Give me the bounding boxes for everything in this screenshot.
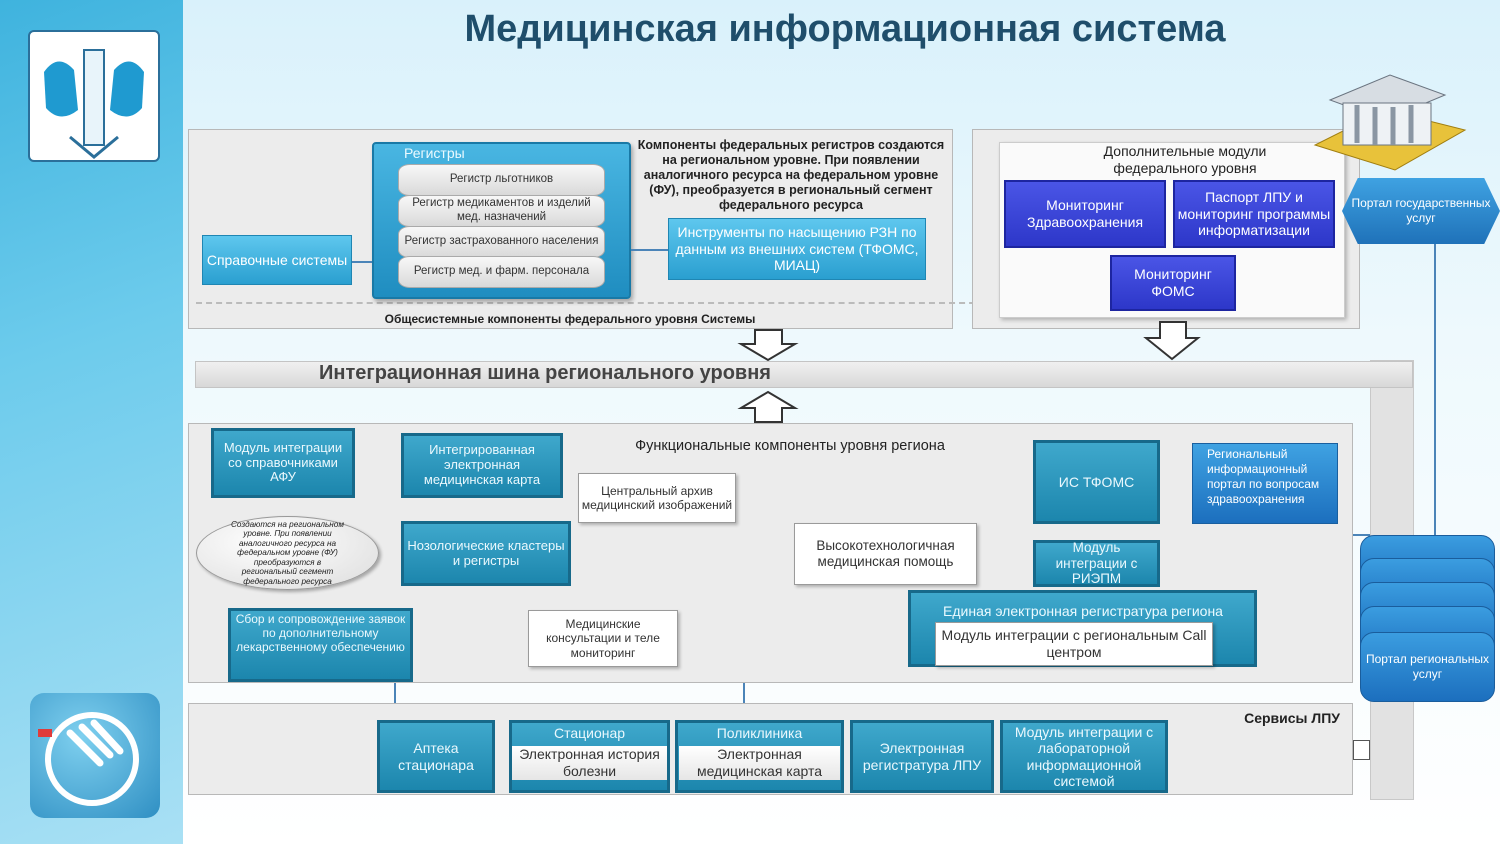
federal-registers-note: Компоненты федеральных регистров создают… (637, 138, 945, 212)
is-tfoms-box[interactable]: ИС ТФОМС (1033, 440, 1160, 524)
register-item[interactable]: Регистр медикаментов и изделий мед. назн… (398, 195, 605, 227)
additional-modules-title: Дополнительные модули федерального уровн… (1103, 143, 1267, 176)
hospital-pharmacy-box[interactable]: Аптека стационара (377, 720, 495, 793)
reference-systems-box[interactable]: Справочные системы (202, 235, 352, 285)
connector-stub (1353, 740, 1370, 760)
call-center-integration-box[interactable]: Модуль интеграции с региональным Call це… (935, 622, 1213, 666)
divider-dashed (196, 302, 1196, 304)
high-tech-care-box[interactable]: Высокотехнологичная медицинская помощь (794, 523, 977, 585)
e-medical-card-box[interactable]: Электронная медицинская карта (679, 746, 840, 780)
regional-health-portal-box[interactable]: Региональный информационный портал по во… (1192, 443, 1338, 524)
regional-note-text: Создаются на региональном уровне. При по… (231, 520, 344, 586)
drug-supply-requests-box[interactable]: Сбор и сопровождение заявок по дополните… (228, 608, 413, 682)
lpu-passport-box[interactable]: Паспорт ЛПУ и мониторинг программы инфор… (1173, 180, 1335, 248)
hospital-label: Стационар (553, 725, 626, 741)
riemp-integration-box[interactable]: Модуль интеграции с РИЭПМ (1033, 540, 1160, 587)
clinic-label: Поликлиника (716, 725, 803, 741)
regional-note-ellipse: Создаются на региональном уровне. При по… (196, 516, 379, 590)
government-building-icon (1305, 55, 1470, 175)
register-item[interactable]: Регистр застрахованного населения (398, 226, 605, 258)
monitoring-health-box[interactable]: Мониторинг Здравоохранения (1004, 180, 1166, 248)
federal-footer-label: Общесистемные компоненты федерального ур… (384, 312, 756, 326)
lab-integration-box[interactable]: Модуль интеграции с лабораторной информа… (1000, 720, 1168, 793)
integrated-emk-box[interactable]: Интегрированная электронная медицинская … (401, 433, 563, 498)
unified-registry-label: Единая электронная регистратура региона (943, 603, 1223, 619)
portal-state-services[interactable]: Портал государственных услуг (1342, 178, 1500, 244)
telemedicine-box[interactable]: Медицинские консультации и теле монитори… (528, 610, 678, 667)
hand-touch-logo-icon (30, 693, 160, 818)
e-medical-history-box[interactable]: Электронная история болезни (512, 746, 667, 780)
integration-bus-label: Интеграционная шина регионального уровня (319, 362, 771, 384)
image-archive-box[interactable]: Центральный архив медицинский изображени… (578, 473, 736, 523)
lpu-services-title: Сервисы ЛПУ (1244, 710, 1340, 726)
register-item[interactable]: Регистр мед. и фарм. персонала (398, 256, 605, 288)
page-title: Медицинская информационная система (464, 8, 1226, 50)
register-item[interactable]: Регистр льготников (398, 164, 605, 196)
regional-title: Функциональные компоненты уровня региона (635, 438, 945, 454)
coat-of-arms-icon (28, 30, 160, 162)
nozological-clusters-box[interactable]: Нозологические кластеры и регистры (401, 521, 571, 586)
lpu-e-registry-box[interactable]: Электронная регистратура ЛПУ (850, 720, 994, 793)
registers-label: Регистры (404, 145, 465, 161)
monitoring-foms-box[interactable]: Мониторинг ФОМС (1110, 255, 1236, 311)
rzn-tools-box[interactable]: Инструменты по насыщению РЗН по данным и… (668, 218, 926, 280)
integration-bus (195, 361, 1413, 388)
portal-regional-services[interactable]: Портал региональных услуг (1360, 632, 1495, 702)
afu-integration-module[interactable]: Модуль интеграции со справочниками АФУ (211, 428, 355, 498)
